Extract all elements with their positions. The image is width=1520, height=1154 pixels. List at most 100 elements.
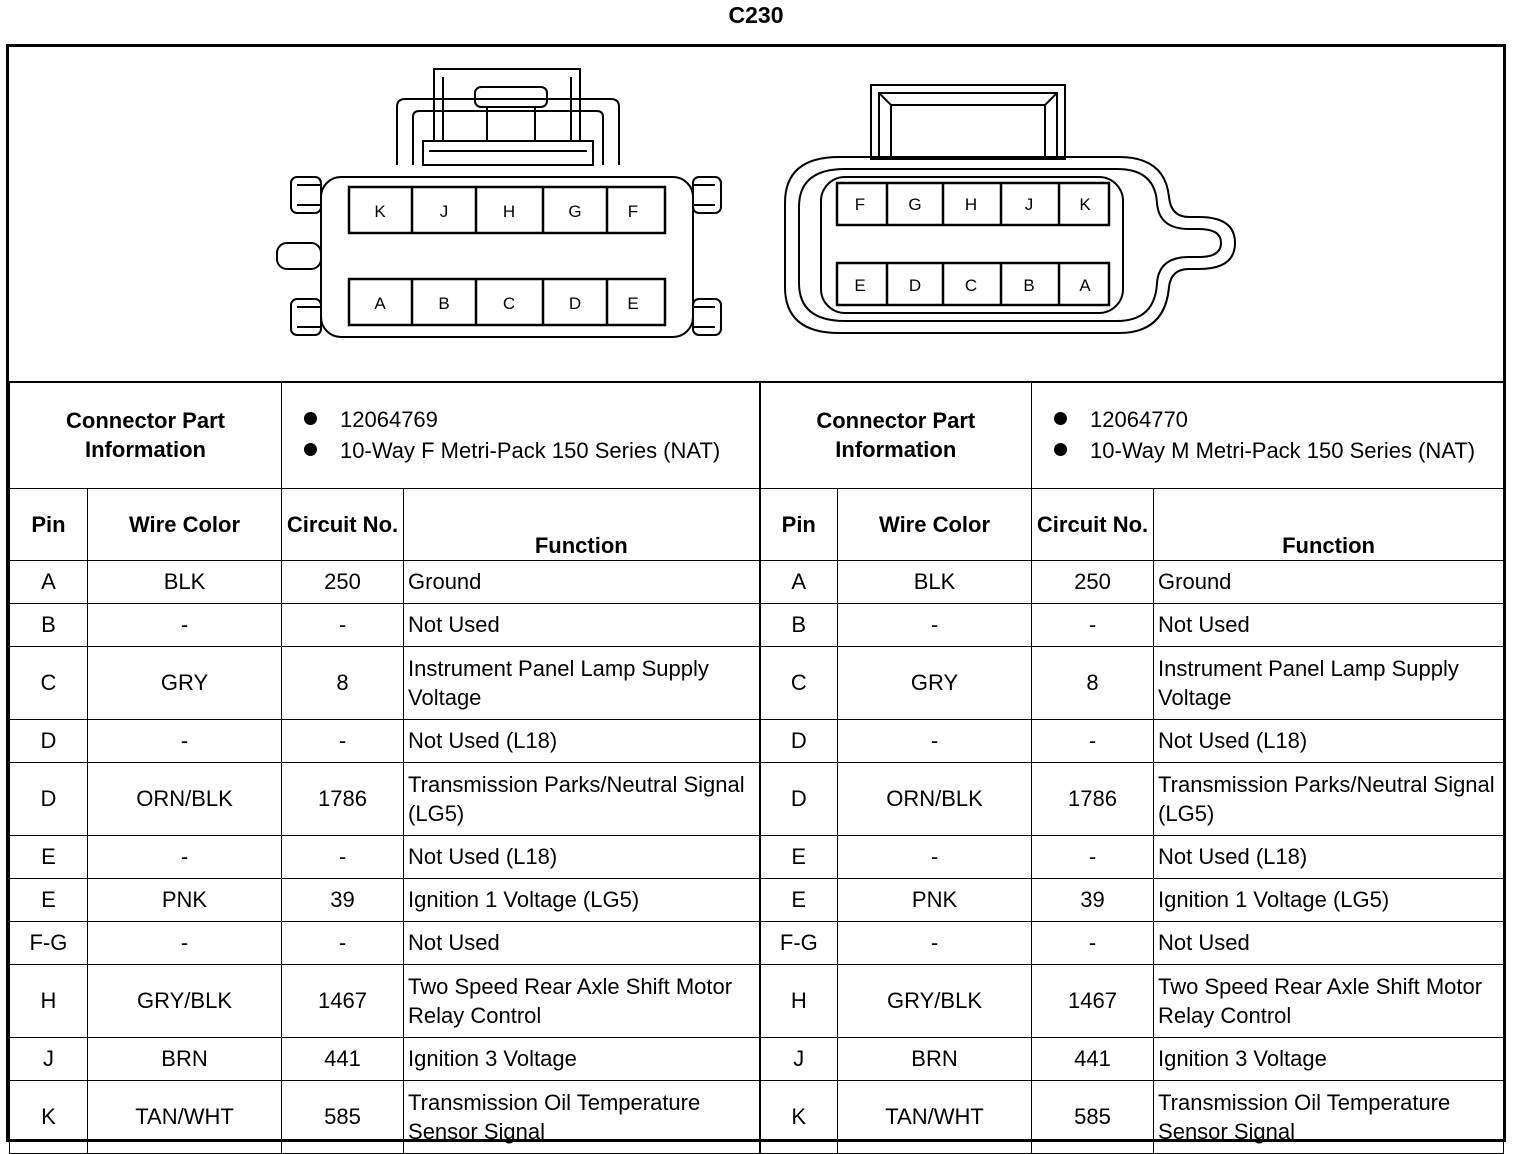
function-cell: Instrument Panel Lamp Supply Voltage bbox=[1153, 645, 1505, 720]
connector-part-info-row: Connector Part Information 12064769 10-W… bbox=[8, 381, 1505, 489]
function-cell: Not Used (L18) bbox=[403, 718, 761, 763]
left-pin-label: C bbox=[503, 294, 515, 313]
wire-color-cell: TAN/WHT bbox=[86, 1079, 283, 1154]
table-row: D--Not Used (L18)D--Not Used (L18) bbox=[9, 718, 1505, 763]
circuit-cell: - bbox=[1031, 834, 1155, 879]
circuit-cell: 250 bbox=[281, 559, 405, 604]
left-pin-label: B bbox=[438, 294, 449, 313]
circuit-cell: 39 bbox=[1031, 877, 1155, 922]
function-cell: Not Used (L18) bbox=[1153, 718, 1505, 763]
circuit-header: Circuit No. bbox=[281, 487, 405, 561]
left-pin-label: F bbox=[628, 202, 638, 221]
pin-cell: D bbox=[9, 761, 88, 836]
circuit-cell: 39 bbox=[281, 877, 405, 922]
circuit-cell: 441 bbox=[1031, 1036, 1155, 1081]
function-cell: Instrument Panel Lamp Supply Voltage bbox=[403, 645, 761, 720]
circuit-cell: - bbox=[281, 718, 405, 763]
wire-color-cell: - bbox=[837, 602, 1033, 647]
circuit-cell: - bbox=[281, 602, 405, 647]
function-cell: Ignition 1 Voltage (LG5) bbox=[403, 877, 761, 922]
circuit-cell: 8 bbox=[281, 645, 405, 720]
function-cell: Transmission Oil Temperature Sensor Sign… bbox=[403, 1079, 761, 1154]
wire-color-cell: - bbox=[86, 834, 283, 879]
left-pin-label: E bbox=[627, 294, 638, 313]
function-cell: Ignition 1 Voltage (LG5) bbox=[1153, 877, 1505, 922]
circuit-cell: 1786 bbox=[1031, 761, 1155, 836]
circuit-cell: - bbox=[281, 834, 405, 879]
function-cell: Ignition 3 Voltage bbox=[1153, 1036, 1505, 1081]
wire-color-cell: - bbox=[86, 718, 283, 763]
connector-diagram: K J H G F A B C D E bbox=[276, 68, 1237, 338]
function-cell: Transmission Parks/Neutral Signal (LG5) bbox=[403, 761, 761, 836]
part-number: 12064769 bbox=[304, 404, 755, 435]
pin-cell: K bbox=[9, 1079, 88, 1154]
circuit-cell: 1467 bbox=[1031, 963, 1155, 1038]
circuit-cell: 585 bbox=[281, 1079, 405, 1154]
right-pin-label: F bbox=[855, 195, 865, 214]
left-connector-drawing: K J H G F A B C D E bbox=[276, 68, 722, 338]
pin-cell: F-G bbox=[9, 920, 88, 965]
circuit-cell: 585 bbox=[1031, 1079, 1155, 1154]
page-title: C230 bbox=[728, 2, 784, 28]
circuit-cell: - bbox=[1031, 602, 1155, 647]
wire-color-cell: BRN bbox=[837, 1036, 1033, 1081]
right-pin-label: E bbox=[854, 276, 865, 295]
function-cell: Ground bbox=[1153, 559, 1505, 604]
pin-cell: H bbox=[758, 963, 839, 1038]
wire-color-cell: PNK bbox=[86, 877, 283, 922]
table-row: E--Not Used (L18)E--Not Used (L18) bbox=[9, 834, 1505, 879]
wire-color-cell: BRN bbox=[86, 1036, 283, 1081]
wire-color-cell: GRY bbox=[86, 645, 283, 720]
function-cell: Transmission Parks/Neutral Signal (LG5) bbox=[1153, 761, 1505, 836]
circuit-header: Circuit No. bbox=[1031, 487, 1155, 561]
bullet-icon bbox=[304, 443, 318, 457]
bullet-icon bbox=[304, 412, 318, 426]
function-header: Function bbox=[1153, 487, 1505, 561]
left-pin-label: K bbox=[374, 202, 386, 221]
connector-frame: K J H G F A B C D E bbox=[6, 44, 1506, 1154]
wire-color-cell: - bbox=[86, 602, 283, 647]
right-part-info: 12064770 10-Way M Metri-Pack 150 Series … bbox=[1031, 381, 1505, 489]
right-pin-label: G bbox=[908, 195, 921, 214]
right-pin-label: A bbox=[1079, 276, 1091, 295]
wire-color-cell: - bbox=[837, 718, 1033, 763]
pin-cell: B bbox=[9, 602, 88, 647]
pin-cell: D bbox=[9, 718, 88, 763]
function-cell: Ground bbox=[403, 559, 761, 604]
part-description: 10-Way M Metri-Pack 150 Series (NAT) bbox=[1054, 435, 1499, 466]
pin-cell: E bbox=[9, 877, 88, 922]
function-cell: Not Used bbox=[1153, 920, 1505, 965]
right-pin-label: K bbox=[1079, 195, 1091, 214]
left-pin-label: D bbox=[569, 294, 581, 313]
pin-header: Pin bbox=[758, 487, 839, 561]
left-pin-label: G bbox=[568, 202, 581, 221]
pin-cell: A bbox=[758, 559, 839, 604]
left-part-info: 12064769 10-Way F Metri-Pack 150 Series … bbox=[281, 381, 761, 489]
wire-color-cell: - bbox=[86, 920, 283, 965]
pin-cell: F-G bbox=[758, 920, 839, 965]
circuit-cell: 8 bbox=[1031, 645, 1155, 720]
pin-cell: E bbox=[758, 834, 839, 879]
wire-color-cell: PNK bbox=[837, 877, 1033, 922]
pin-cell: C bbox=[758, 645, 839, 720]
function-cell: Not Used bbox=[1153, 602, 1505, 647]
pin-cell: K bbox=[758, 1079, 839, 1154]
circuit-cell: 250 bbox=[1031, 559, 1155, 604]
right-pin-label: J bbox=[1025, 195, 1034, 214]
function-cell: Ignition 3 Voltage bbox=[403, 1036, 761, 1081]
connector-part-label: Connector Part Information bbox=[8, 381, 283, 489]
circuit-cell: 441 bbox=[281, 1036, 405, 1081]
circuit-cell: - bbox=[1031, 718, 1155, 763]
pin-cell: D bbox=[758, 761, 839, 836]
circuit-cell: - bbox=[1031, 920, 1155, 965]
function-cell: Not Used (L18) bbox=[403, 834, 761, 879]
right-connector-drawing: F G H J K E D C B A bbox=[784, 84, 1237, 334]
